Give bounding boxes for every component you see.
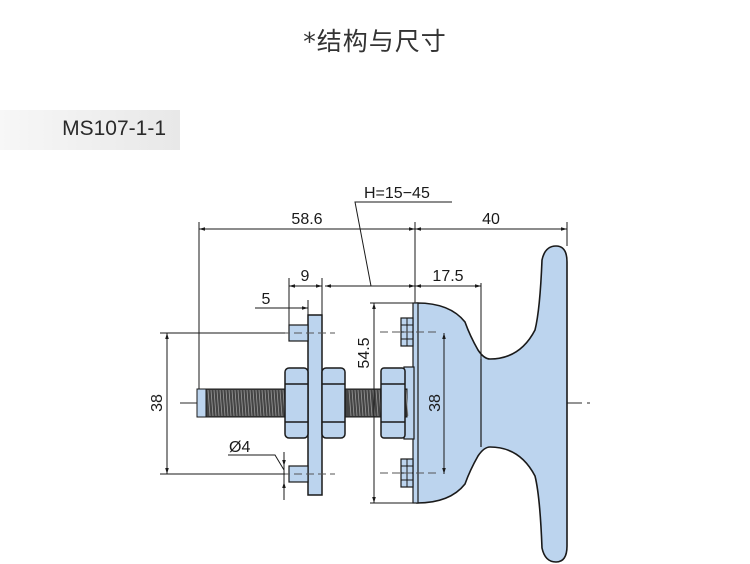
- thread-line: [405, 389, 409, 417]
- thread-line: [228, 389, 232, 417]
- thread-line: [264, 389, 268, 417]
- thread-line: [279, 389, 283, 417]
- thread-line: [225, 389, 229, 417]
- mounting-flange: [307, 314, 323, 496]
- thread-line: [234, 389, 238, 417]
- dim-38-right: 38: [427, 394, 444, 412]
- thread-line: [255, 389, 259, 417]
- thread-line: [240, 389, 244, 417]
- leader-d4: [228, 454, 285, 471]
- thread-line: [231, 389, 235, 417]
- thread-line: [252, 389, 256, 417]
- hex-nut-left: [284, 367, 309, 439]
- thread-line: [348, 389, 352, 417]
- thread-line: [219, 389, 223, 417]
- dim-pin-diameter: Ø4: [229, 439, 250, 456]
- thread-line: [357, 389, 361, 417]
- thread-line: [375, 389, 379, 417]
- dim-5: 5: [262, 291, 271, 308]
- dim-40: 40: [482, 211, 500, 228]
- thread-line: [366, 389, 370, 417]
- model-number: MS107-1-1: [62, 117, 166, 140]
- thread-line: [369, 389, 373, 417]
- thread-line: [267, 389, 271, 417]
- thread-line: [243, 389, 247, 417]
- section-title: *结构与尺寸: [303, 27, 447, 56]
- thread-line: [210, 389, 214, 417]
- dim-54-5: 54.5: [356, 337, 373, 368]
- thread-line: [222, 389, 226, 417]
- thread-line: [363, 389, 367, 417]
- dim-9: 9: [301, 268, 310, 285]
- handle-body: [416, 245, 568, 563]
- thread-line: [276, 389, 280, 417]
- thread-line: [249, 389, 253, 417]
- thread-line: [273, 389, 277, 417]
- hex-nut-middle: [321, 367, 346, 439]
- thread-line: [258, 389, 262, 417]
- thread-line: [213, 389, 217, 417]
- thread-line: [207, 389, 211, 417]
- thread-line: [237, 389, 241, 417]
- thread-line: [351, 389, 355, 417]
- hex-nut-right: [380, 367, 406, 439]
- thread-line: [360, 389, 364, 417]
- model-tag: MS107-1-1: [0, 110, 180, 150]
- thread-line: [270, 389, 274, 417]
- dim-38-left: 38: [149, 394, 166, 412]
- dim-17-5: 17.5: [432, 268, 463, 285]
- thread-line: [354, 389, 358, 417]
- rod-tip: [196, 388, 207, 418]
- thread-line: [246, 389, 250, 417]
- thread-line: [261, 389, 265, 417]
- dim-58-6: 58.6: [291, 211, 322, 228]
- dim-h-range: H=15−45: [364, 185, 430, 202]
- leader-h: [354, 201, 452, 287]
- thread-line: [216, 389, 220, 417]
